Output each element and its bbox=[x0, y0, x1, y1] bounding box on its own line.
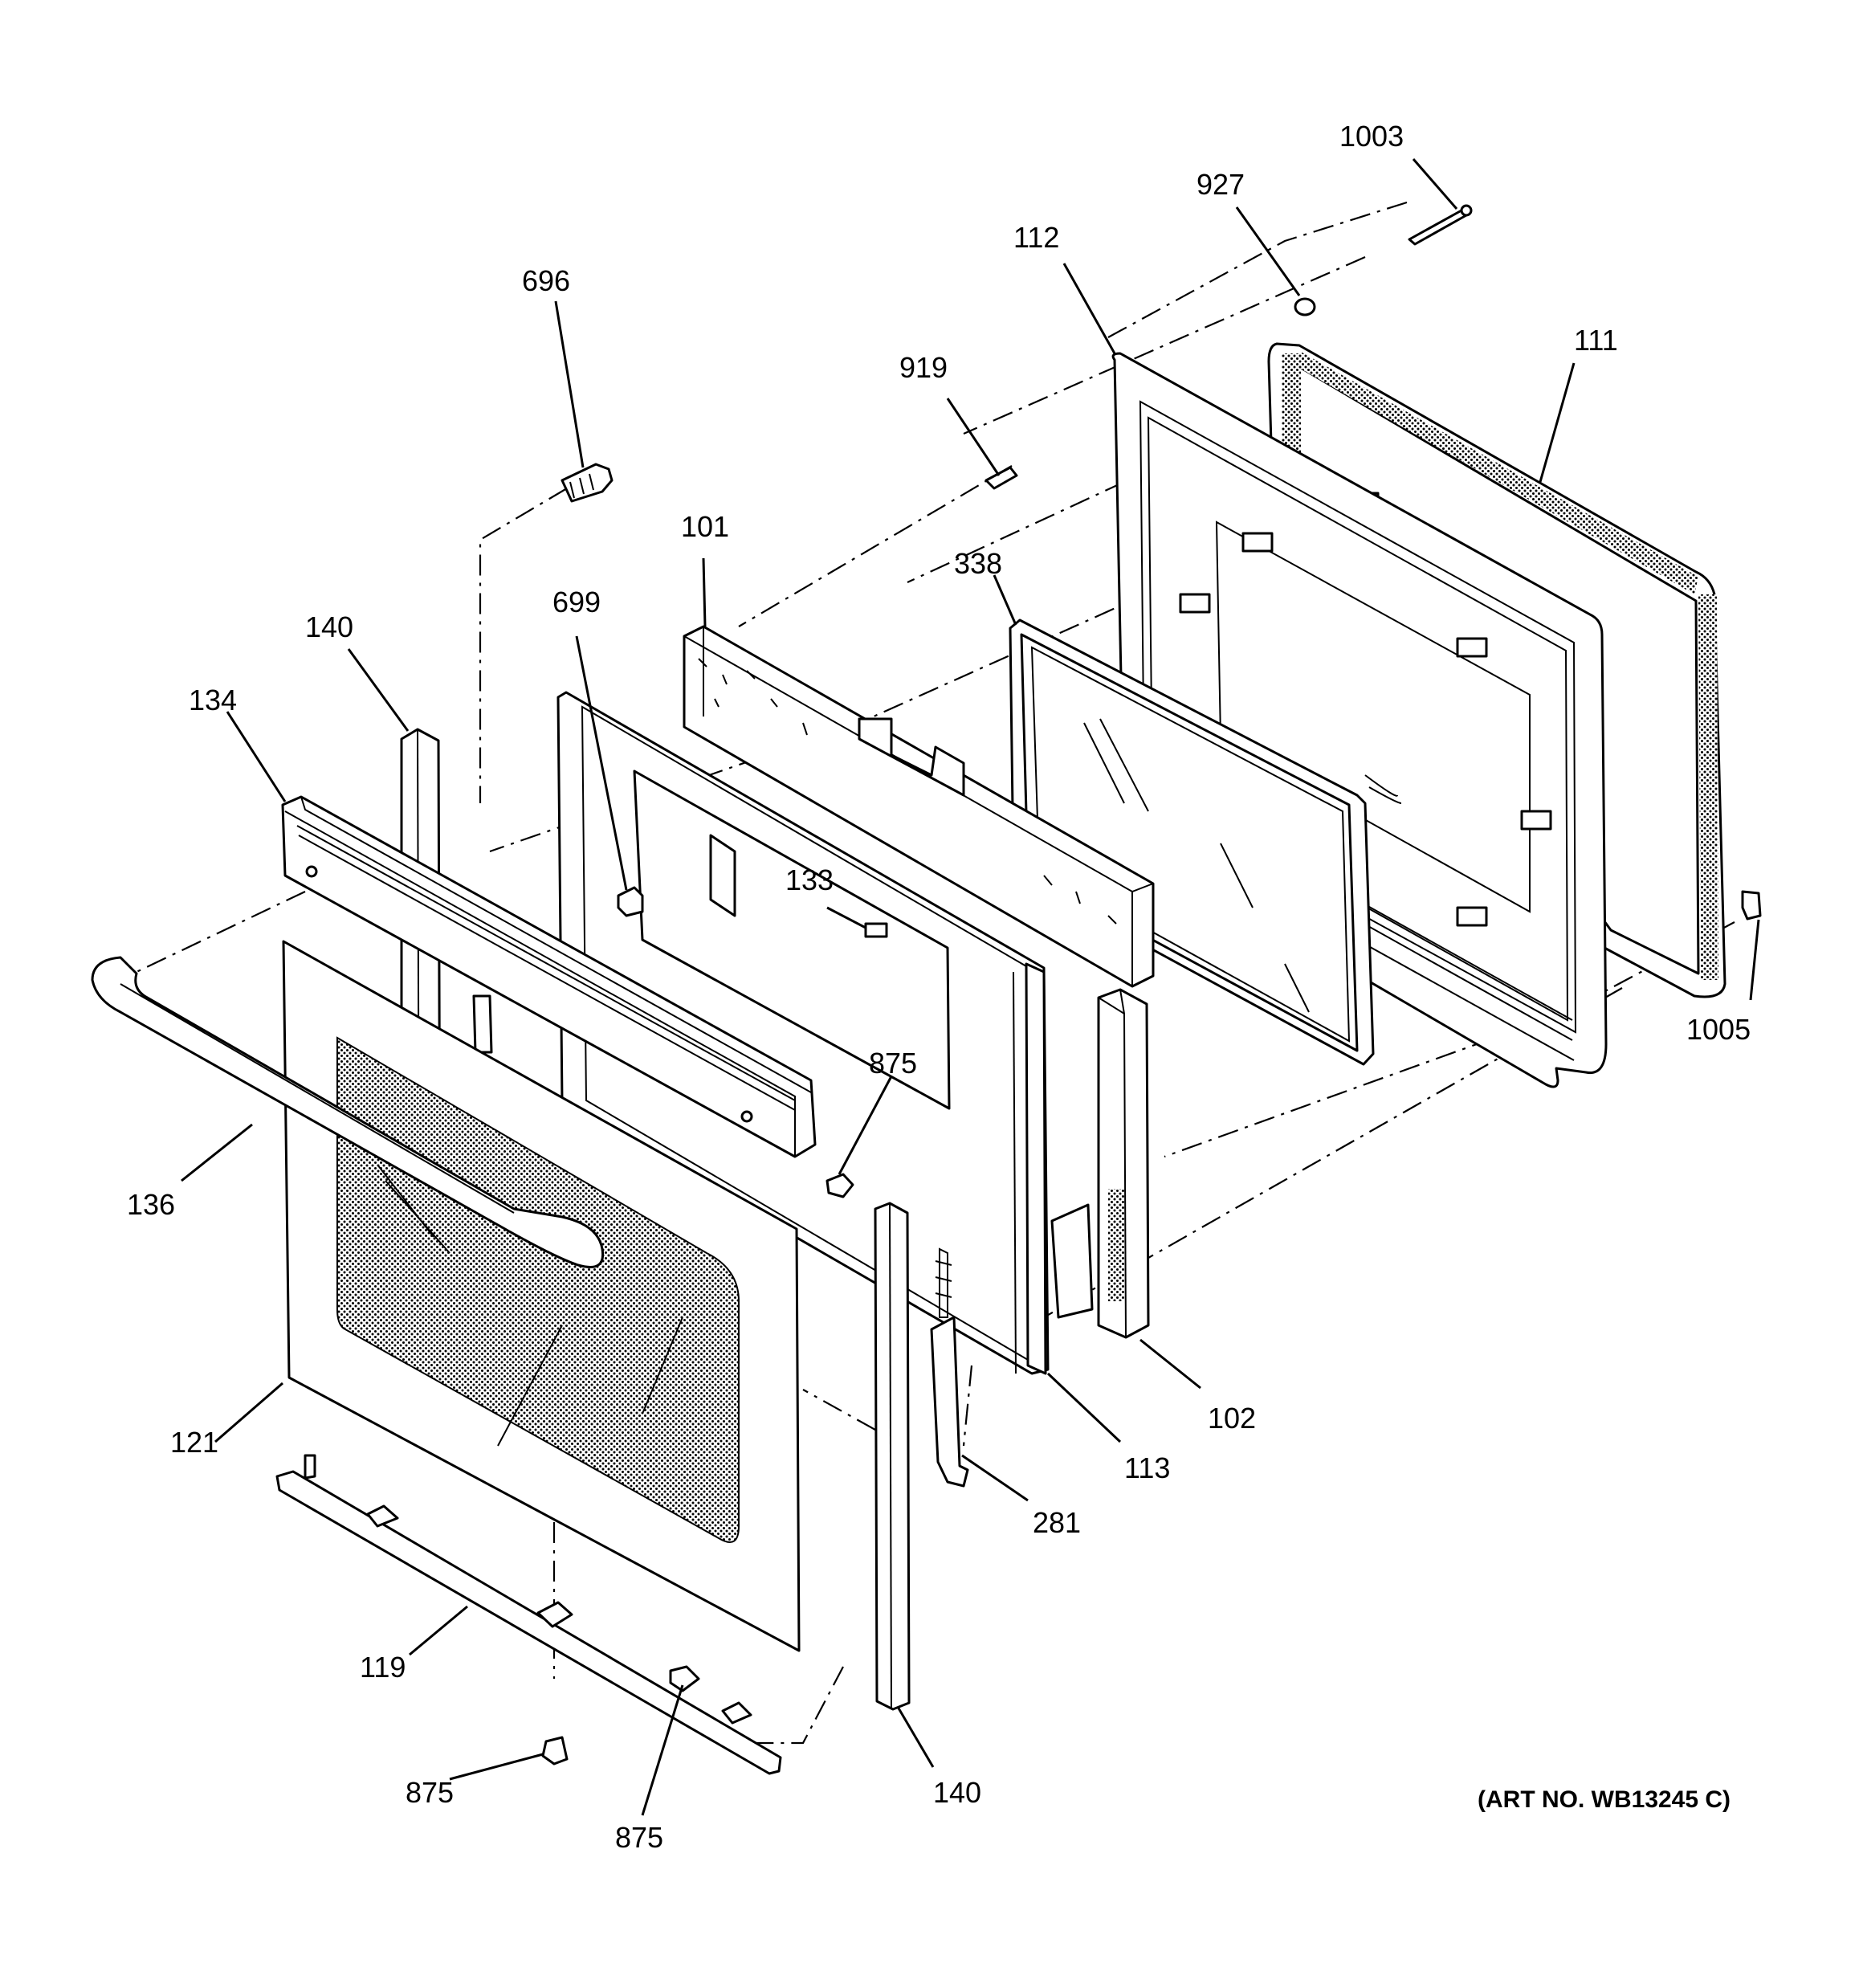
callout-875-left: 875 bbox=[406, 1776, 454, 1809]
callout-133: 133 bbox=[785, 863, 834, 896]
callout-927: 927 bbox=[1196, 168, 1245, 201]
callout-875-bottom: 875 bbox=[615, 1821, 663, 1854]
callout-140-top: 140 bbox=[305, 610, 353, 643]
part-281-door-hinge bbox=[930, 1247, 969, 1488]
screw-1005-icon bbox=[1741, 890, 1762, 921]
callout-134: 134 bbox=[189, 684, 237, 716]
callout-1003: 1003 bbox=[1339, 120, 1404, 153]
callout-281: 281 bbox=[1033, 1506, 1081, 1539]
part-136-door-handle bbox=[91, 956, 605, 1268]
screw-696-icon bbox=[561, 463, 614, 503]
hardware bbox=[541, 204, 1762, 1766]
callout-111: 111 bbox=[1574, 324, 1618, 357]
art-number-label: (ART NO. WB13245 C) bbox=[1478, 1786, 1731, 1813]
screw-875-lower-icon bbox=[541, 1736, 569, 1766]
pin-919-icon bbox=[984, 466, 1018, 490]
callout-labels: 1003 927 112 111 919 696 101 338 699 140… bbox=[127, 120, 1751, 1854]
callout-696: 696 bbox=[522, 264, 570, 297]
part-101-insulation bbox=[683, 625, 1155, 988]
callout-101: 101 bbox=[681, 510, 729, 543]
part-102-side-insulation bbox=[1050, 988, 1150, 1339]
callout-875-upper: 875 bbox=[869, 1047, 917, 1080]
screw-699-icon bbox=[617, 886, 644, 917]
screw-875-upper-icon bbox=[826, 1173, 854, 1198]
callout-699: 699 bbox=[552, 586, 601, 618]
callout-919: 919 bbox=[899, 351, 948, 384]
callout-136: 136 bbox=[127, 1188, 175, 1221]
part-338-window-glass bbox=[1009, 618, 1375, 1066]
callout-119: 119 bbox=[360, 1651, 406, 1684]
part-134-top-trim bbox=[281, 795, 817, 1158]
callout-140-bottom: 140 bbox=[933, 1776, 981, 1809]
part-119-bottom-trim bbox=[275, 1454, 782, 1775]
callout-338: 338 bbox=[954, 547, 1002, 580]
callout-102: 102 bbox=[1208, 1402, 1256, 1435]
leader-lines bbox=[181, 158, 1760, 1816]
clip-133-icon bbox=[864, 922, 888, 938]
washer-927-icon bbox=[1294, 297, 1316, 316]
part-113-door-liner bbox=[556, 691, 1050, 1375]
callout-121: 121 bbox=[170, 1426, 218, 1459]
screw-1003-icon bbox=[1408, 209, 1468, 246]
part-140-hinge-channel-right bbox=[874, 1202, 911, 1711]
callout-112: 112 bbox=[1013, 221, 1059, 254]
screw-875-middle-icon bbox=[669, 1665, 700, 1692]
callout-113: 113 bbox=[1124, 1451, 1170, 1484]
callout-1005: 1005 bbox=[1686, 1013, 1751, 1046]
